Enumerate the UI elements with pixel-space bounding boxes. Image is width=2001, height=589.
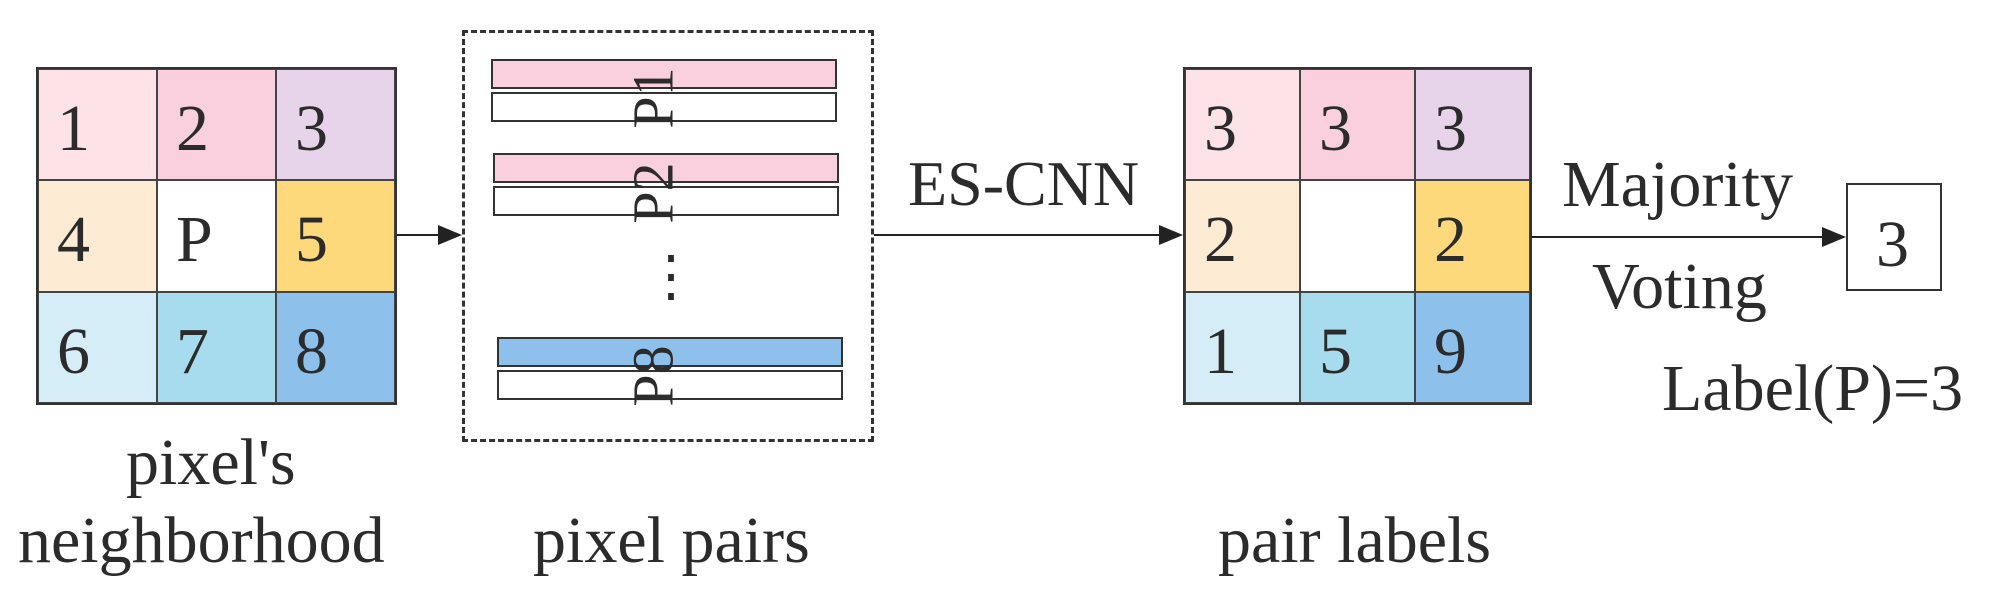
neighborhood-cell: 1	[38, 69, 157, 181]
neighborhood-cell: 8	[276, 291, 395, 403]
neighborhood-caption-line2: neighborhood	[18, 504, 385, 577]
pair-label-cell: 2	[1185, 180, 1300, 292]
neighborhood-caption-line1: pixel's	[126, 426, 296, 499]
voting-label-line2: Voting	[1592, 250, 1767, 323]
pair-bar-p2-bottom	[493, 186, 839, 216]
neighborhood-grid: 1 2 3 4 P 5 6 7 8	[36, 67, 397, 405]
pair-bar-p1-top	[491, 59, 837, 89]
neighborhood-center-cell: P	[157, 180, 276, 292]
pair-label-p1: P1	[620, 67, 686, 129]
neighborhood-cell: 4	[38, 180, 157, 292]
pair-label-p8: P8	[620, 345, 686, 407]
pair-label-center-cell	[1300, 180, 1415, 292]
process-label: ES-CNN	[908, 148, 1140, 219]
pair-label-cell: 5	[1300, 291, 1415, 403]
pair-bar-p8-top	[497, 337, 843, 367]
result-box: 3	[1846, 183, 1942, 291]
pair-bar-p8-bottom	[497, 370, 843, 400]
pair-bar-p1-bottom	[491, 92, 837, 122]
pair-label-p2: P2	[620, 162, 686, 224]
voting-label-line1: Majority	[1562, 148, 1793, 221]
pixel-pairs-caption: pixel pairs	[533, 504, 810, 577]
neighborhood-cell: 3	[276, 69, 395, 181]
pair-label-cell: 3	[1415, 69, 1530, 181]
pair-label-cell: 9	[1415, 291, 1530, 403]
pair-bar-p2-top	[493, 153, 839, 183]
pair-ellipsis: ⋮	[643, 246, 699, 308]
pair-label-cell: 3	[1185, 69, 1300, 181]
neighborhood-cell: 2	[157, 69, 276, 181]
pixel-pairs-box: P1 P2 ⋮ P8	[462, 30, 874, 442]
pair-label-cell: 2	[1415, 180, 1530, 292]
pair-label-cell: 3	[1300, 69, 1415, 181]
final-label: Label(P)=3	[1662, 352, 1964, 425]
pair-labels-caption: pair labels	[1218, 504, 1492, 577]
pair-label-cell: 1	[1185, 291, 1300, 403]
neighborhood-cell: 5	[276, 180, 395, 292]
neighborhood-cell: 7	[157, 291, 276, 403]
result-value: 3	[1876, 208, 1909, 281]
neighborhood-cell: 6	[38, 291, 157, 403]
pair-labels-grid: 3 3 3 2 2 1 5 9	[1183, 67, 1532, 405]
